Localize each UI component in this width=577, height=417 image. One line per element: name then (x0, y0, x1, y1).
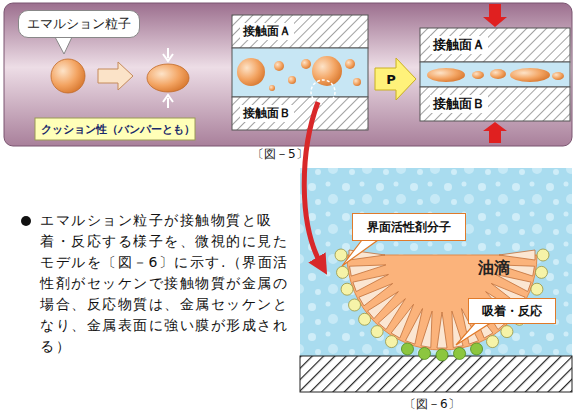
emulsion-particle (51, 59, 85, 93)
emulsion-particles (237, 56, 361, 91)
squashed-particle (147, 64, 189, 92)
node-text: 界面活性剤分子 (367, 219, 451, 236)
contact-band: 接触面Ａ (232, 15, 368, 48)
flattened-particles (427, 68, 564, 82)
cushion-box (35, 118, 195, 140)
zoom-arrow (304, 102, 322, 266)
surfactant-head (371, 326, 383, 338)
surfactant-head (341, 283, 353, 295)
contact-band: 接触面Ｂ (420, 87, 570, 121)
node-text: 接触面Ｂ (240, 105, 294, 122)
force-arrow (483, 122, 507, 143)
contact-band: 接触面Ａ (420, 28, 570, 62)
surfactant-head (537, 249, 549, 261)
surfactant-head (418, 347, 430, 359)
callout-pointer (342, 240, 378, 266)
surfactant-head (401, 343, 413, 355)
press-arrow (163, 95, 173, 108)
force-arrow (483, 4, 507, 27)
zoom-circle (311, 80, 335, 104)
contact-band: 接触面Ｂ (232, 97, 368, 130)
metal-surface (300, 356, 572, 392)
callout-box: 吸着・反応 (468, 298, 556, 324)
surfactant-tail (421, 311, 432, 347)
contact-surface (232, 15, 368, 48)
surfactant-head (471, 343, 483, 355)
surfactant-head (337, 266, 349, 278)
surfactant-head (535, 266, 547, 278)
bullet (21, 216, 31, 226)
node-text: クッション性（バンパーとも） (41, 122, 195, 137)
node-text: 接触面Ａ (430, 36, 488, 54)
surfactant-head (436, 349, 448, 361)
emulsion-layer (420, 62, 570, 87)
surfactant-molecules (335, 249, 549, 361)
surfactant-head (386, 336, 398, 348)
surfactant-head (501, 326, 513, 338)
node-text: 吸着・反応 (482, 303, 542, 320)
contact-surface (420, 28, 570, 62)
droplet-label: 油滴 (478, 258, 522, 279)
bubble-tail (55, 37, 72, 54)
figure-panel (4, 3, 572, 146)
contact-surface (420, 87, 570, 121)
surfactant-head (335, 249, 347, 261)
surfactant-head (531, 283, 543, 295)
body-text: エマルション粒子が接触物質と吸着・反応する様子を、微視的に見たモデルを〔図－6〕… (40, 210, 298, 357)
surfactant-tail (437, 312, 447, 348)
callout-pointer (456, 322, 492, 345)
surfactant-tail (350, 265, 386, 276)
press-arrow (163, 48, 173, 61)
surfactant-head (454, 347, 466, 359)
surfactant-head (487, 336, 499, 348)
pressure-arrow (375, 58, 416, 100)
transition-arrow (98, 62, 133, 90)
water-phase (300, 168, 572, 358)
figure-caption: 〔図－6〕 (404, 396, 474, 413)
contact-surface (232, 97, 368, 130)
figure-caption: 〔図－5〕 (252, 146, 322, 163)
node-text: エマルション粒子 (27, 15, 131, 33)
pressure-arrow-label: P (378, 66, 404, 92)
node-text: 接触面Ｂ (430, 95, 488, 113)
surfactant-tail (353, 274, 389, 291)
callout-box: 界面活性剤分子 (352, 213, 466, 241)
node-text: 接触面Ａ (240, 23, 294, 40)
surfactant-head (349, 299, 361, 311)
emulsion-layer (232, 48, 368, 97)
node-text: P (386, 72, 396, 87)
speech-bubble: エマルション粒子 (18, 10, 140, 38)
cushion-box: クッション性（バンパーとも） (35, 118, 201, 140)
surfactant-head (359, 313, 371, 325)
